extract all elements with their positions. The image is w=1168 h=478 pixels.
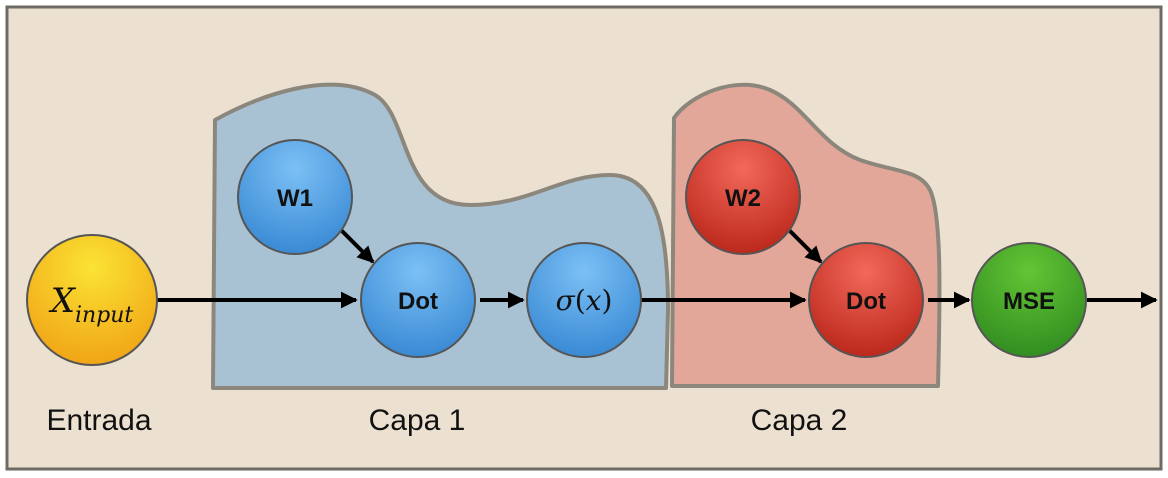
node-w2-label: W2 <box>725 185 761 212</box>
caption-layer2: Capa 2 <box>751 404 848 437</box>
edge-w1-to-dot1 <box>336 225 375 264</box>
node-w1: W1 <box>237 139 353 255</box>
node-mse-label: MSE <box>1003 288 1055 315</box>
edge-w2-to-dot2 <box>784 225 823 264</box>
node-dot1-label: Dot <box>398 288 438 315</box>
node-sigma-label: σ(x) <box>556 284 613 317</box>
node-w1-label: W1 <box>277 185 313 212</box>
node-dot2-label: Dot <box>846 288 886 315</box>
node-dot2: Dot <box>808 242 924 358</box>
node-mse: MSE <box>971 242 1087 358</box>
caption-layer1: Capa 1 <box>369 404 466 437</box>
node-input-label: Xinput <box>48 281 134 328</box>
node-w2: W2 <box>685 139 801 255</box>
edges <box>157 225 1158 309</box>
node-sigma: σ(x) <box>526 242 642 358</box>
node-input: Xinput <box>26 234 158 366</box>
node-dot1: Dot <box>360 242 476 358</box>
caption-input: Entrada <box>46 404 151 437</box>
